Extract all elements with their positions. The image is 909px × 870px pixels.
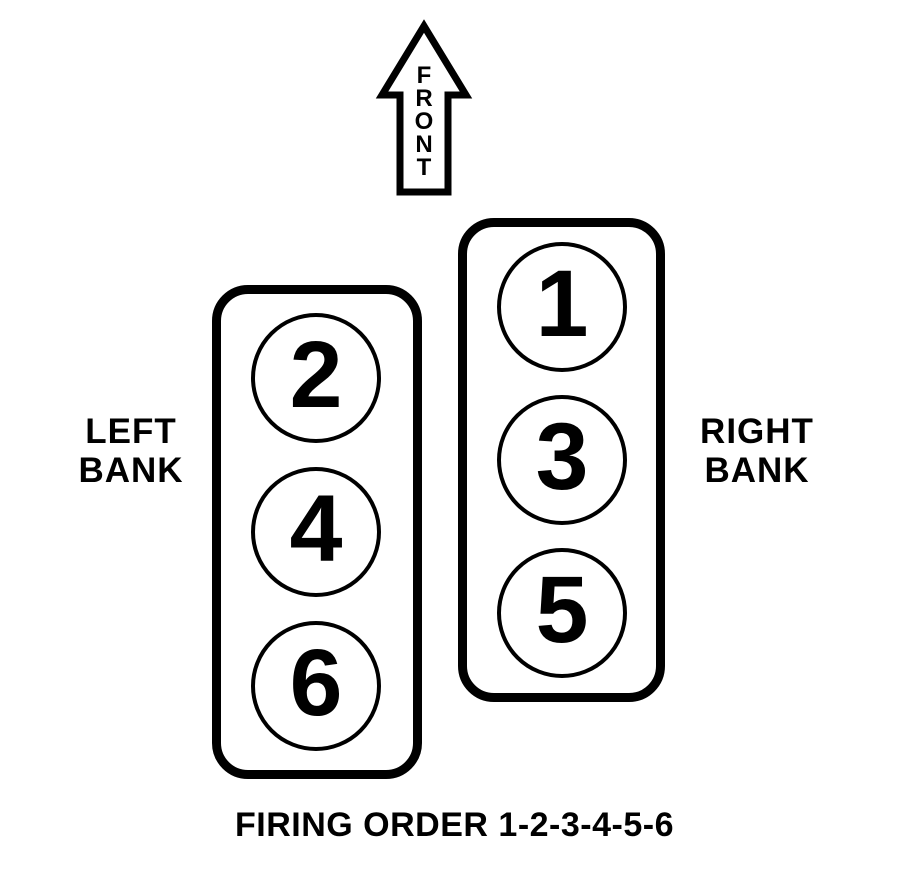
right-bank-label-line1: RIGHT — [700, 412, 814, 451]
cylinder-4: 4 — [251, 467, 381, 597]
cylinder-1: 1 — [497, 242, 627, 372]
left-bank-label: LEFT BANK — [36, 412, 226, 490]
right-bank-label-line2: BANK — [704, 451, 810, 490]
firing-order-caption: FIRING ORDER 1-2-3-4-5-6 — [235, 806, 674, 844]
left-bank-label-line1: LEFT — [85, 412, 177, 451]
cylinder-5: 5 — [497, 548, 627, 678]
cylinder-2: 2 — [251, 313, 381, 443]
front-arrow-shape — [375, 19, 473, 196]
cylinder-3: 3 — [497, 395, 627, 525]
right-bank-label: RIGHT BANK — [662, 412, 852, 490]
left-bank-label-line2: BANK — [78, 451, 184, 490]
cylinder-6: 6 — [251, 621, 381, 751]
